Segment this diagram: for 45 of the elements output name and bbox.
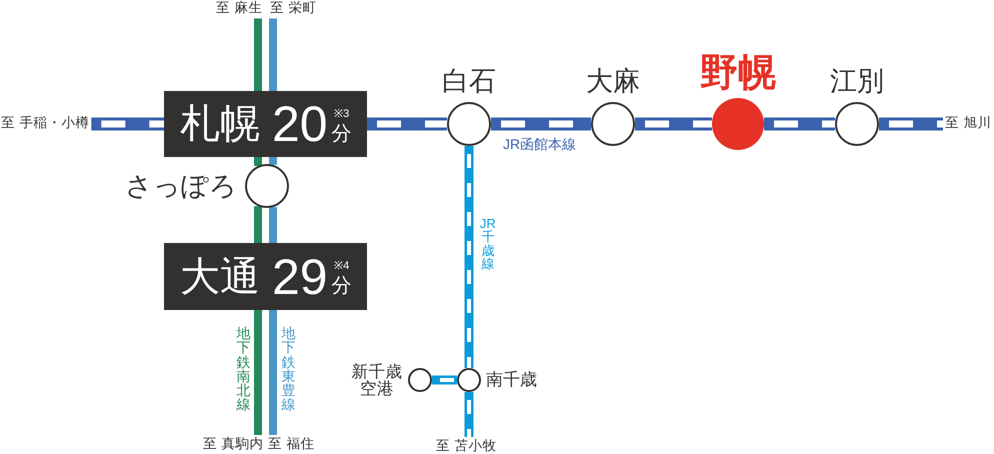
travel-time: 29: [272, 252, 328, 302]
subway-line: [254, 157, 262, 166]
destination-label: 至 手稲・小樽: [1, 116, 90, 132]
station-panel: [164, 243, 367, 310]
destination-label: 至 苫小牧: [436, 439, 496, 454]
subway-line: [269, 18, 277, 91]
time-unit: 分: [332, 275, 352, 295]
station-name: 野幌: [700, 53, 776, 91]
station-name: 新千歳空港: [350, 362, 404, 398]
time-unit: 分: [332, 122, 352, 142]
station-panel: [164, 91, 367, 157]
station-name: 南千歳: [486, 372, 537, 388]
destination-label: 至 麻生: [216, 1, 262, 17]
railway-line: [464, 392, 474, 437]
station-name: さっぽろ: [125, 172, 237, 200]
railway-line: [491, 118, 591, 130]
station-name: 札幌: [180, 104, 260, 144]
destination-label: 至 旭川: [945, 116, 992, 132]
railway-line: [91, 118, 164, 130]
footnote-mark: ※3: [334, 108, 350, 120]
subway-line: [269, 207, 277, 243]
line-label: JR函館本線: [503, 137, 576, 152]
destination-label: 至 真駒内: [203, 437, 264, 453]
station-name: 白石: [442, 68, 496, 95]
travel-time: 20: [272, 99, 328, 149]
railway-line: [635, 118, 712, 130]
station-name: 大通: [180, 256, 260, 296]
destination-label: 至 栄町: [270, 1, 316, 17]
subway-line: [269, 157, 277, 165]
station-name: 大麻: [586, 68, 640, 95]
railway-line: [367, 118, 447, 130]
destination-label: 至 福住: [268, 437, 314, 453]
subway-line: [254, 18, 262, 91]
subway-line: [254, 206, 262, 243]
line-label: 地下鉄東豊線: [280, 326, 296, 412]
railway-line: [432, 376, 457, 384]
subway-line: [254, 310, 262, 435]
railway-line: [464, 146, 474, 368]
station-name: 江別: [830, 68, 884, 95]
footnote-mark: ※4: [334, 261, 350, 272]
line-label: 地下鉄南北線: [235, 326, 252, 412]
railway-line: [764, 118, 835, 130]
railway-line: [879, 118, 943, 130]
line-label: JR千歳線: [479, 217, 497, 270]
subway-line: [269, 310, 277, 435]
